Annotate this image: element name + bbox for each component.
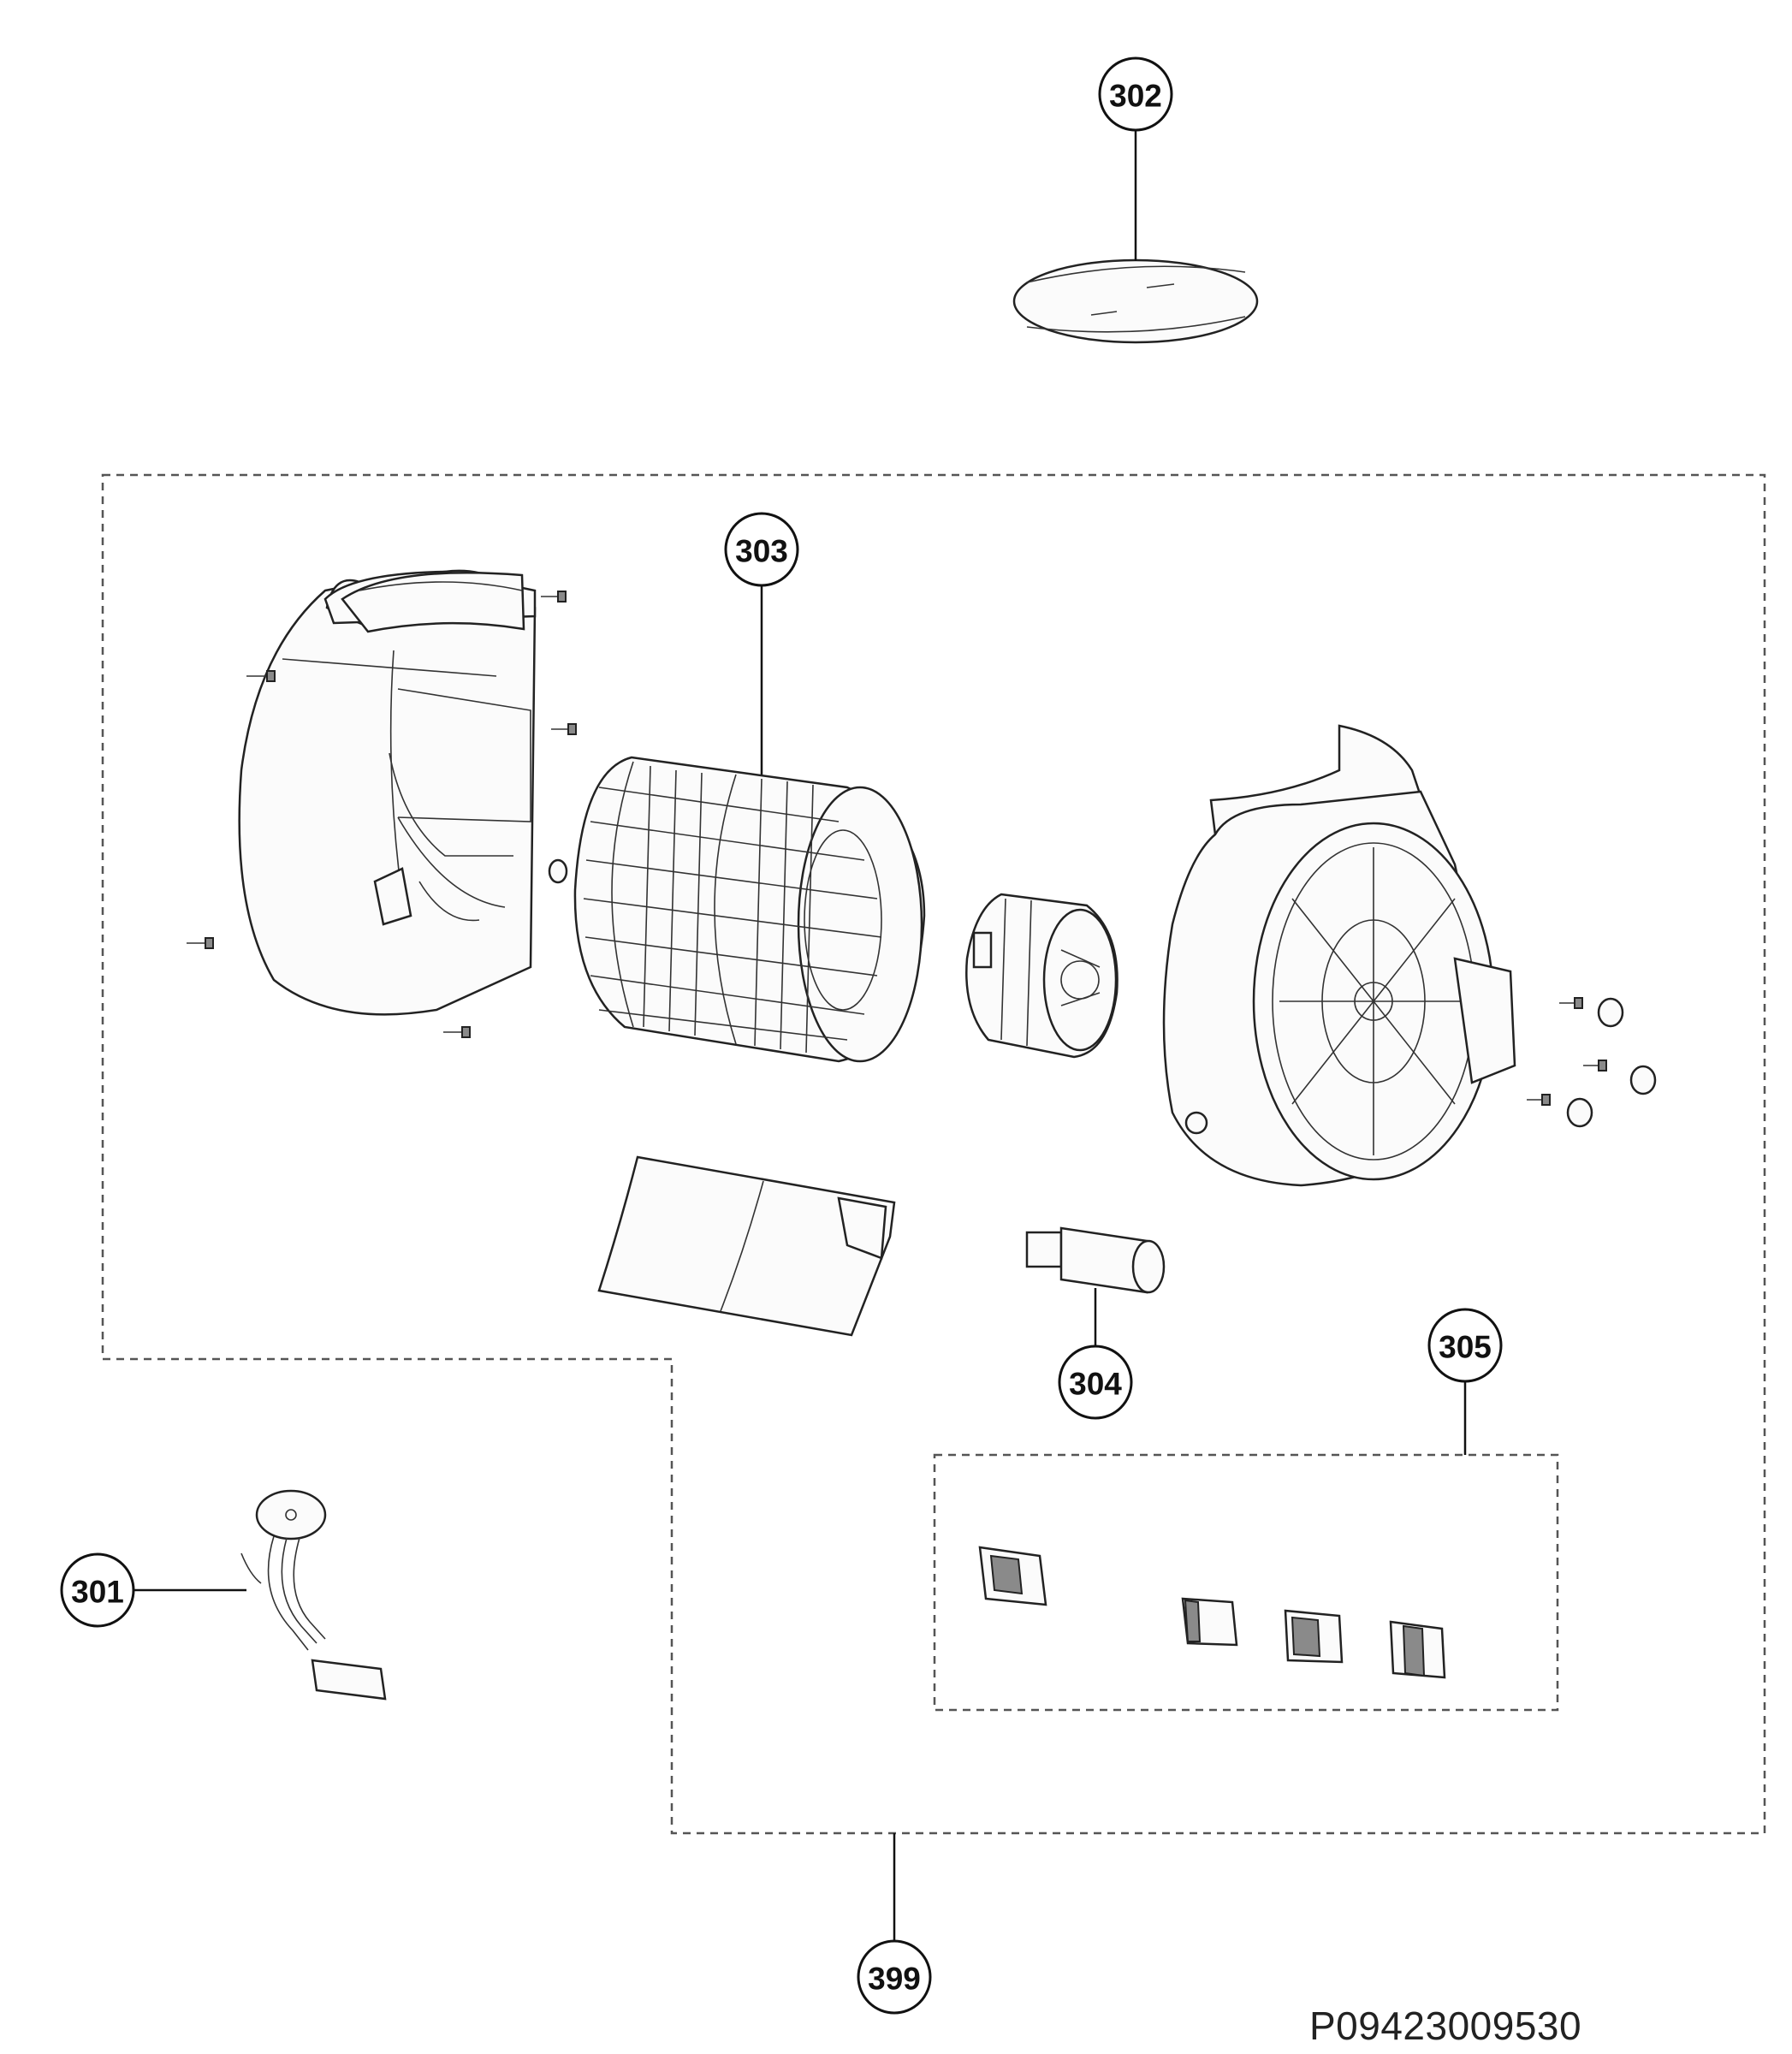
group-399-boundary bbox=[101, 473, 1766, 1835]
callout-305: 305 bbox=[1427, 1308, 1503, 1383]
right-blower-housing-part bbox=[1162, 724, 1516, 1187]
callout-305-label: 305 bbox=[1439, 1330, 1492, 1365]
callout-301: 301 bbox=[60, 1552, 135, 1628]
callout-304: 304 bbox=[1058, 1345, 1133, 1420]
wiring-harness-part bbox=[240, 1489, 387, 1701]
callout-302: 302 bbox=[1098, 56, 1173, 132]
round-plate-part bbox=[1012, 258, 1259, 344]
callout-303: 303 bbox=[724, 512, 799, 587]
callout-304-label: 304 bbox=[1069, 1367, 1122, 1402]
curved-cover-part bbox=[597, 1155, 896, 1337]
blower-wheel-part bbox=[573, 756, 926, 1063]
motor-part bbox=[965, 893, 1119, 1059]
callout-399-label: 399 bbox=[868, 1962, 921, 1997]
callout-302-label: 302 bbox=[1109, 79, 1162, 114]
capacitor-part bbox=[1025, 1226, 1166, 1294]
electrical-components-part bbox=[978, 1546, 1446, 1679]
screws-right-housing bbox=[1527, 997, 1657, 1128]
screws-left-housing bbox=[187, 591, 577, 1038]
callout-301-label: 301 bbox=[71, 1575, 124, 1610]
left-blower-housing-part bbox=[238, 569, 537, 1016]
document-code: P09423009530 bbox=[1309, 2004, 1582, 2048]
callout-303-label: 303 bbox=[735, 534, 788, 569]
callout-399: 399 bbox=[857, 1939, 932, 2015]
